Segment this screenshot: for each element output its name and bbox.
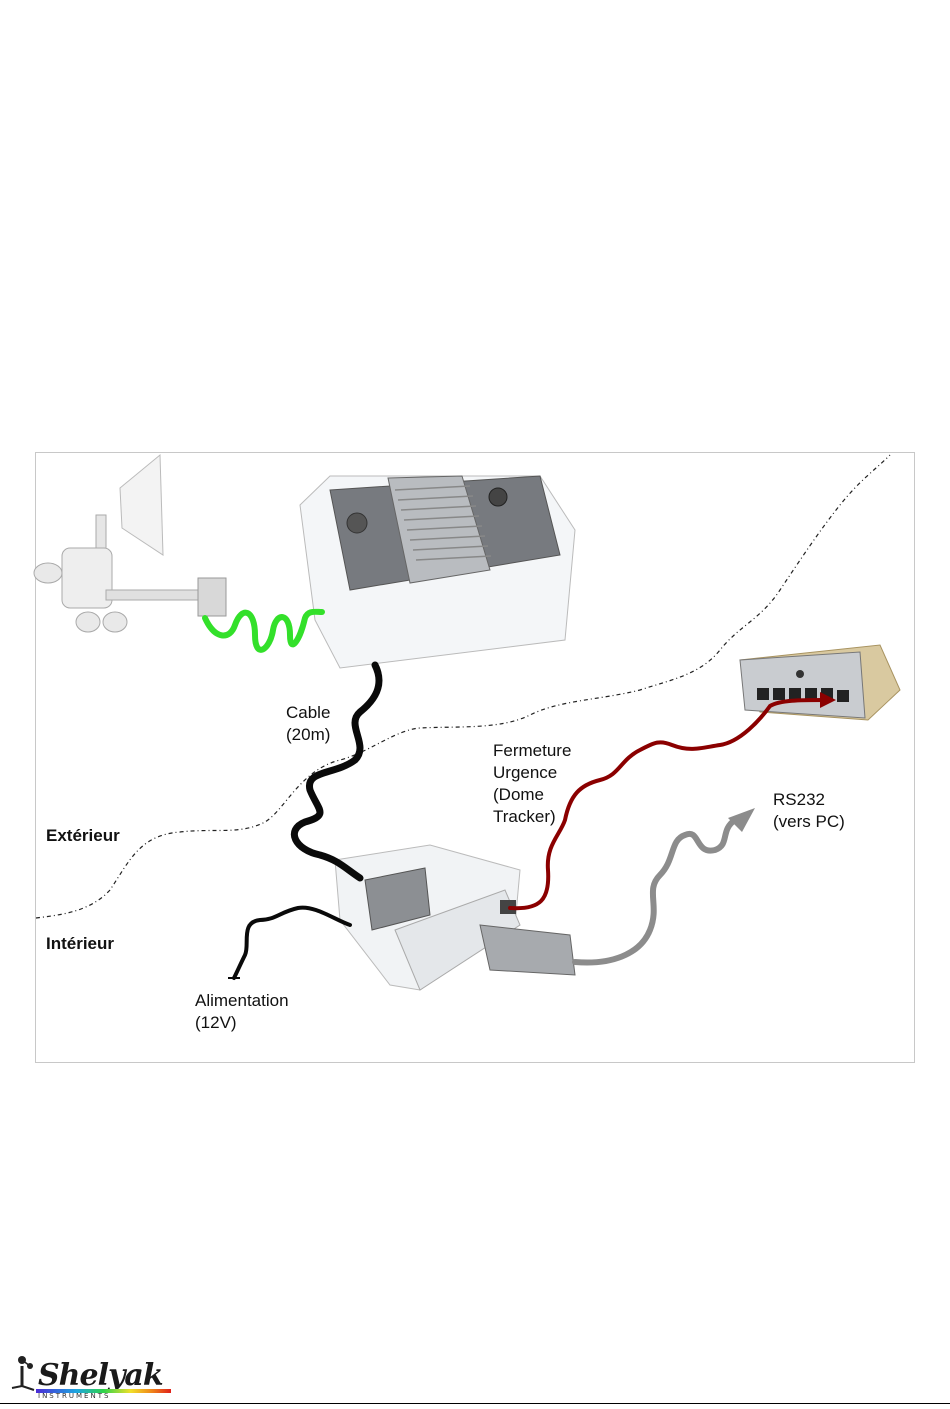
label-cable: Cable (20m): [286, 702, 330, 746]
label-alimentation: Alimentation (12V): [195, 990, 289, 1034]
power-cable: [234, 908, 350, 978]
footer-rule: [0, 1403, 950, 1404]
label-exterieur: Extérieur: [46, 825, 120, 847]
rs232-cable: [575, 820, 735, 963]
rs232-arrow: [728, 808, 755, 832]
logo-subtext: INSTRUMENTS: [38, 1392, 110, 1400]
interface-box: [335, 845, 575, 990]
weather-station-box: [300, 476, 575, 668]
anemometer: [34, 455, 226, 632]
label-interieur: Intérieur: [46, 933, 114, 955]
dome-tracker-device: [740, 645, 900, 720]
label-fermeture-urgence: Fermeture Urgence (Dome Tracker): [493, 740, 571, 828]
label-rs232: RS232 (vers PC): [773, 789, 845, 833]
sensor-cable: [205, 612, 322, 650]
shelyak-logo: Shelyak INSTRUMENTS: [8, 1352, 173, 1404]
main-cable: [294, 665, 379, 878]
